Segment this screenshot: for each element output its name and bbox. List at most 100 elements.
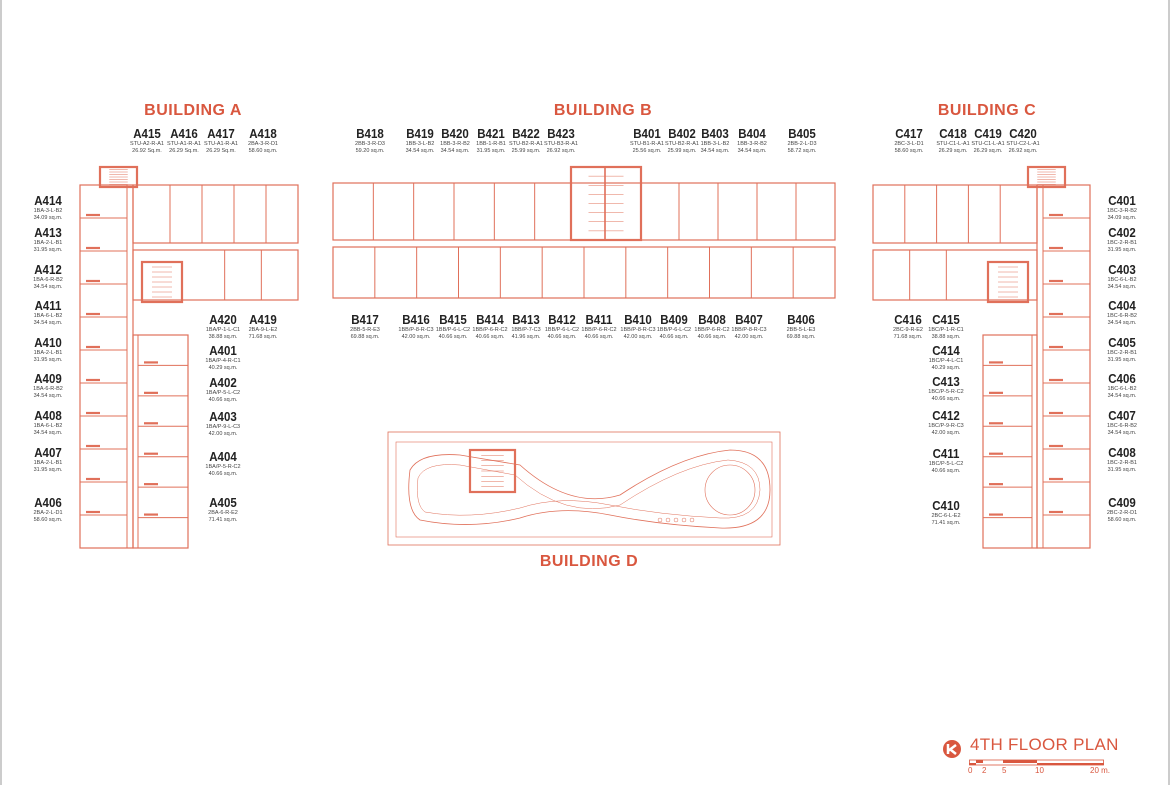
unit-area: 40.66 sq.m. (438, 334, 468, 340)
unit-area: 34.09 sq.m. (33, 215, 63, 221)
unit-area: 26.29 Sq.m. (206, 148, 236, 154)
building-a-stair-core (140, 260, 184, 304)
unit-code: 1BA-6-R-B2 (33, 386, 63, 392)
building-b-north-wing (332, 182, 836, 241)
unit-id: A410 (34, 336, 62, 350)
unit-code: 1BC-2-R-B1 (1107, 350, 1137, 356)
unit-area: 58.60 sq.m. (33, 517, 63, 523)
unit-area: 59.20 sq.m. (355, 148, 385, 154)
unit-code: 1BC/P-5-R-C2 (928, 389, 964, 395)
building-c-inner-wing (982, 334, 1038, 549)
building-b-title: BUILDING B (553, 102, 653, 119)
unit-area: 34.54 sq.m. (33, 284, 63, 290)
unit-code: 2BB-5-L-E3 (786, 327, 816, 333)
unit-area: 71.41 sq.m. (931, 520, 961, 526)
unit-area: 34.54 sq.m. (33, 393, 63, 399)
unit-code: 1BB/P-8-R-C3 (731, 327, 767, 333)
unit-area: 42.00 sq.m. (208, 431, 238, 437)
unit-code: 1BC-2-R-B1 (1107, 240, 1137, 246)
unit-id: B413 (512, 313, 540, 327)
unit-id: C411 (932, 447, 960, 461)
building-d-stair-core (468, 448, 517, 494)
unit-code: 1BA-2-L-B1 (33, 350, 63, 356)
unit-code: 2BB-3-R-D3 (355, 141, 385, 147)
unit-area: 34.09 sq.m. (1107, 215, 1137, 221)
unit-id: C409 (1108, 496, 1136, 510)
deck-chair (673, 517, 679, 523)
unit-code: 1BA-6-L-B2 (33, 313, 63, 319)
unit-code: STU-B2-R-A1 (509, 141, 543, 147)
unit-area: 34.54 sq.m. (1107, 393, 1137, 399)
unit-id: B417 (351, 313, 379, 327)
unit-id: A405 (209, 496, 237, 510)
unit-area: 42.00 sq.m. (623, 334, 653, 340)
unit-id: B408 (698, 313, 726, 327)
unit-id: B405 (788, 127, 816, 141)
unit-code: 1BA-6-R-B2 (33, 277, 63, 283)
unit-area: 26.92 Sq.m. (132, 148, 162, 154)
unit-area: 26.29 sq.m. (938, 148, 968, 154)
unit-area: 31.95 sq.m. (1107, 467, 1137, 473)
unit-area: 40.66 sq.m. (659, 334, 689, 340)
unit-area: 25.56 sq.m. (632, 148, 662, 154)
unit-id: B402 (668, 127, 696, 141)
unit-id: B415 (439, 313, 467, 327)
unit-area: 34.54 sq.m. (33, 320, 63, 326)
unit-id: C407 (1108, 409, 1136, 423)
unit-id: B407 (735, 313, 763, 327)
unit-area: 40.66 sq.m. (547, 334, 577, 340)
building-a-top-wing-north (132, 184, 299, 244)
unit-code: 1BB-3-R-B2 (440, 141, 470, 147)
unit-id: C418 (939, 127, 967, 141)
building-a-outer-wing (79, 184, 134, 549)
unit-code: 1BB/P-6-R-C2 (472, 327, 508, 333)
unit-code: 1BB/P-6-R-C2 (694, 327, 730, 333)
deck-chair (665, 517, 671, 523)
scale-tick: 0 (968, 766, 973, 775)
unit-code: STU-A2-R-A1 (130, 141, 164, 147)
unit-id: C403 (1108, 263, 1136, 277)
unit-area: 25.99 sq.m. (667, 148, 697, 154)
unit-area: 31.95 sq.m. (1107, 247, 1137, 253)
unit-area: 34.54 sq.m. (700, 148, 730, 154)
unit-code: 1BC-2-R-B1 (1107, 460, 1137, 466)
building-a-title: BUILDING A (144, 102, 242, 119)
unit-code: 1BB/P-7-C3 (511, 327, 541, 333)
unit-id: B411 (585, 313, 613, 327)
unit-code: STU-A1-R-A1 (204, 141, 238, 147)
unit-id: C412 (932, 409, 960, 423)
unit-code: 2BB-5-R-E3 (350, 327, 380, 333)
unit-area: 41.96 sq.m. (511, 334, 541, 340)
unit-id: C401 (1108, 194, 1136, 208)
unit-code: 1BA/P-1-L-C1 (205, 327, 241, 333)
unit-area: 40.29 sq.m. (931, 365, 961, 371)
scale-tick: 2 (982, 766, 987, 775)
unit-area: 34.54 sq.m. (737, 148, 767, 154)
unit-area: 40.66 sq.m. (931, 396, 961, 402)
building-d-title: BUILDING D (539, 553, 639, 570)
unit-code: STU-C1-L-A1 (971, 141, 1005, 147)
unit-code: 1BB/P-8-R-C3 (398, 327, 434, 333)
unit-code: 1BB-3-R-B2 (737, 141, 767, 147)
unit-area: 26.29 sq.m. (973, 148, 1003, 154)
